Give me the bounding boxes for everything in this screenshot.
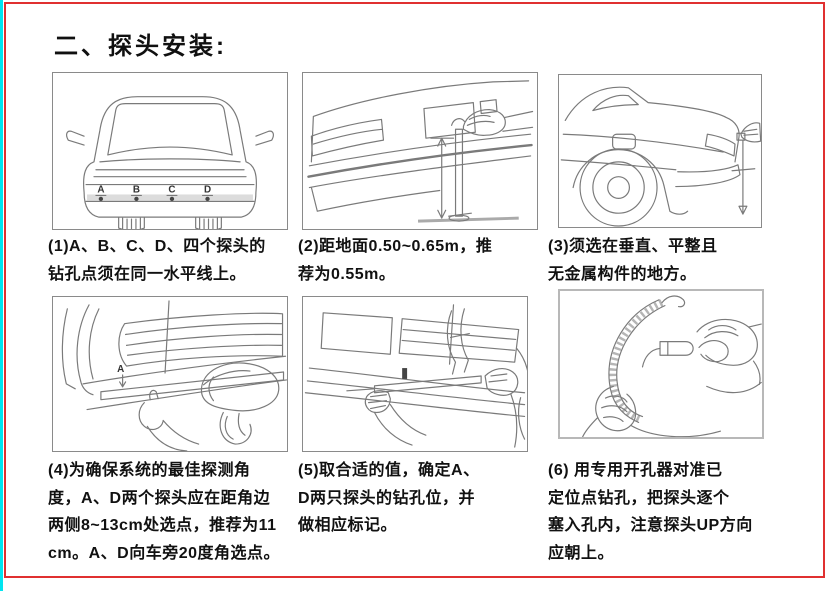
page-title: 二、探头安装: (54, 33, 227, 60)
corner-distance-figure: A (61, 300, 287, 451)
point-label-d: D (204, 184, 211, 195)
panel-5 (302, 296, 528, 452)
panel-1: A B C D (52, 72, 288, 230)
panel-4: A (52, 296, 288, 452)
point-label-a-panel4: A (117, 364, 124, 375)
caption-step-5: (5)取合适的值，确定A、 D两只探头的钻孔位，并 做相应标记。 (298, 462, 480, 534)
caption-step-2: (2)距地面0.50~0.65m，推 荐为0.55m。 (298, 238, 493, 283)
marking-positions-figure (304, 304, 527, 448)
panel-3 (558, 74, 762, 228)
plumb-line-figure (560, 86, 761, 227)
left-edge-cyan-stripe (0, 0, 3, 591)
height-measurement-figure (307, 80, 534, 223)
sensor-insertion-figure (581, 295, 762, 437)
caption-step-1: (1)A、B、C、D、四个探头的 钻孔点须在同一水平线上。 (48, 238, 266, 283)
point-label-c: C (168, 184, 175, 195)
point-label-b: B (133, 184, 140, 195)
panel-2 (302, 72, 538, 230)
car-rear-view-figure: A B C D (66, 96, 274, 229)
panel-6 (558, 289, 764, 439)
caption-step-3: (3)须选在垂直、平整且 无金属构件的地方。 (548, 238, 718, 283)
caption-step-4: (4)为确保系统的最佳探测角 度，A、D两个探头应在距角边 两侧8~13cm处选… (48, 462, 281, 562)
page-red-frame (4, 2, 825, 578)
caption-step-6: (6) 用专用开孔器对准已 定位点钻孔，把探头逐个 塞入孔内，注意探头UP方向 … (548, 462, 753, 562)
point-label-a: A (97, 184, 104, 195)
